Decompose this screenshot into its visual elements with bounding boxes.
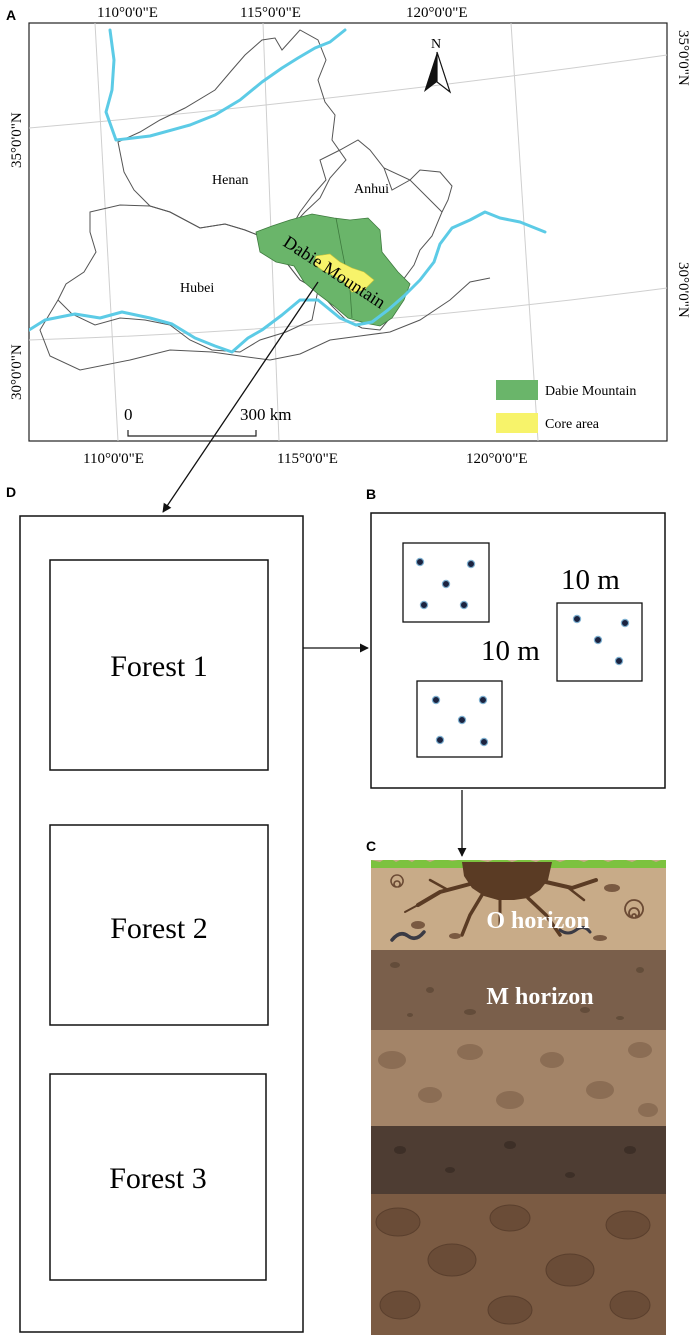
- hubei-border: [57, 204, 319, 353]
- core-area-region: [313, 253, 375, 293]
- plot-height-label: 10 m: [481, 635, 540, 667]
- lat-label-left-1: 35°0'0"N: [9, 112, 25, 168]
- forest-box-3: [49, 1073, 267, 1281]
- soil-decoration: [390, 874, 644, 942]
- forest-label-1: Forest 1: [110, 650, 208, 683]
- panel-label-a: A: [6, 7, 16, 23]
- lon-label-top-3: 120°0'0"E: [406, 5, 468, 21]
- forests-panel-frame: [19, 515, 304, 1333]
- scale-bar: [127, 430, 257, 437]
- legend-label-dabie: Dabie Mountain: [545, 384, 636, 399]
- province-label-hubei: Hubei: [180, 281, 214, 296]
- lon-label-top-2: 115°0'0"E: [240, 5, 301, 21]
- legend-swatch-core: [496, 413, 538, 433]
- soil-layer-3: [371, 1030, 666, 1126]
- sample-point: [457, 715, 467, 725]
- rivers: [29, 28, 547, 354]
- sample-point: [431, 695, 441, 705]
- lon-label-bottom-3: 120°0'0"E: [466, 451, 528, 467]
- lon-label-top-1: 110°0'0"E: [97, 5, 158, 21]
- sample-point: [459, 600, 469, 610]
- stones-layer-4: [394, 1141, 636, 1178]
- plots-panel-frame: [370, 512, 666, 789]
- northeast-border: [383, 167, 453, 213]
- yellow-river: [104, 28, 347, 142]
- sample-point: [572, 614, 582, 624]
- sample-point: [478, 695, 488, 705]
- soil-layer-4: [371, 1126, 666, 1194]
- legend-swatch-dabie: [496, 380, 538, 400]
- forest-label-2: Forest 2: [110, 912, 208, 945]
- legend-label-core: Core area: [545, 417, 600, 432]
- plot-square-3: [416, 680, 503, 758]
- sample-point: [479, 737, 489, 747]
- plot-square-2: [556, 602, 643, 682]
- south-border: [39, 277, 491, 371]
- forest-box-1: [49, 559, 269, 771]
- sample-point: [415, 557, 425, 567]
- sample-point: [419, 600, 429, 610]
- soil-profile: [371, 860, 666, 1335]
- worm-icon: [558, 925, 592, 935]
- north-label: N: [431, 37, 441, 52]
- stones-layer-5: [375, 1204, 651, 1325]
- sample-point: [466, 559, 476, 569]
- plot-square-1: [402, 542, 490, 623]
- map-content: Henan Anhui Hubei Dabie Mountain N 0 300…: [29, 23, 667, 441]
- tree-roots: [404, 862, 598, 937]
- stones-layer-3: [378, 1042, 658, 1117]
- arrow-map-to-forests: [162, 281, 319, 513]
- scale-start-label: 0: [124, 405, 133, 424]
- pebbles: [390, 962, 644, 1020]
- snail-shell-icon: [624, 899, 644, 919]
- lat-label-right-1: 35°0'0"N: [675, 30, 691, 86]
- province-label-henan: Henan: [212, 173, 249, 188]
- lon-label-bottom-1: 110°0'0"E: [83, 451, 144, 467]
- north-arrow-icon: [424, 51, 452, 94]
- panel-label-d: D: [6, 484, 16, 500]
- soil-horizon-label-m: M horizon: [486, 984, 593, 1010]
- sample-point: [614, 656, 624, 666]
- panel-label-c: C: [366, 838, 376, 854]
- scale-end-label: 300 km: [240, 405, 291, 424]
- sample-point: [441, 579, 451, 589]
- lat-label-left-2: 30°0'0"N: [9, 344, 25, 400]
- province-label-anhui: Anhui: [354, 182, 389, 197]
- forest-box-2: [49, 824, 269, 1026]
- lat-label-right-2: 30°0'0"N: [675, 262, 691, 318]
- worm-icon: [390, 930, 426, 942]
- sample-point: [593, 635, 603, 645]
- soil-horizon-label-o: O horizon: [486, 908, 589, 934]
- map-legend: Dabie Mountain Core area: [496, 380, 636, 433]
- forest-label-3: Forest 3: [109, 1162, 207, 1195]
- sample-point: [435, 735, 445, 745]
- lon-label-bottom-2: 115°0'0"E: [277, 451, 338, 467]
- soil-layer-m: [371, 950, 666, 1030]
- yangtze-river: [29, 210, 547, 354]
- sample-point: [620, 618, 630, 628]
- snail-shell-icon: [390, 874, 404, 888]
- plot-width-label: 10 m: [561, 564, 620, 596]
- panel-label-b: B: [366, 486, 376, 502]
